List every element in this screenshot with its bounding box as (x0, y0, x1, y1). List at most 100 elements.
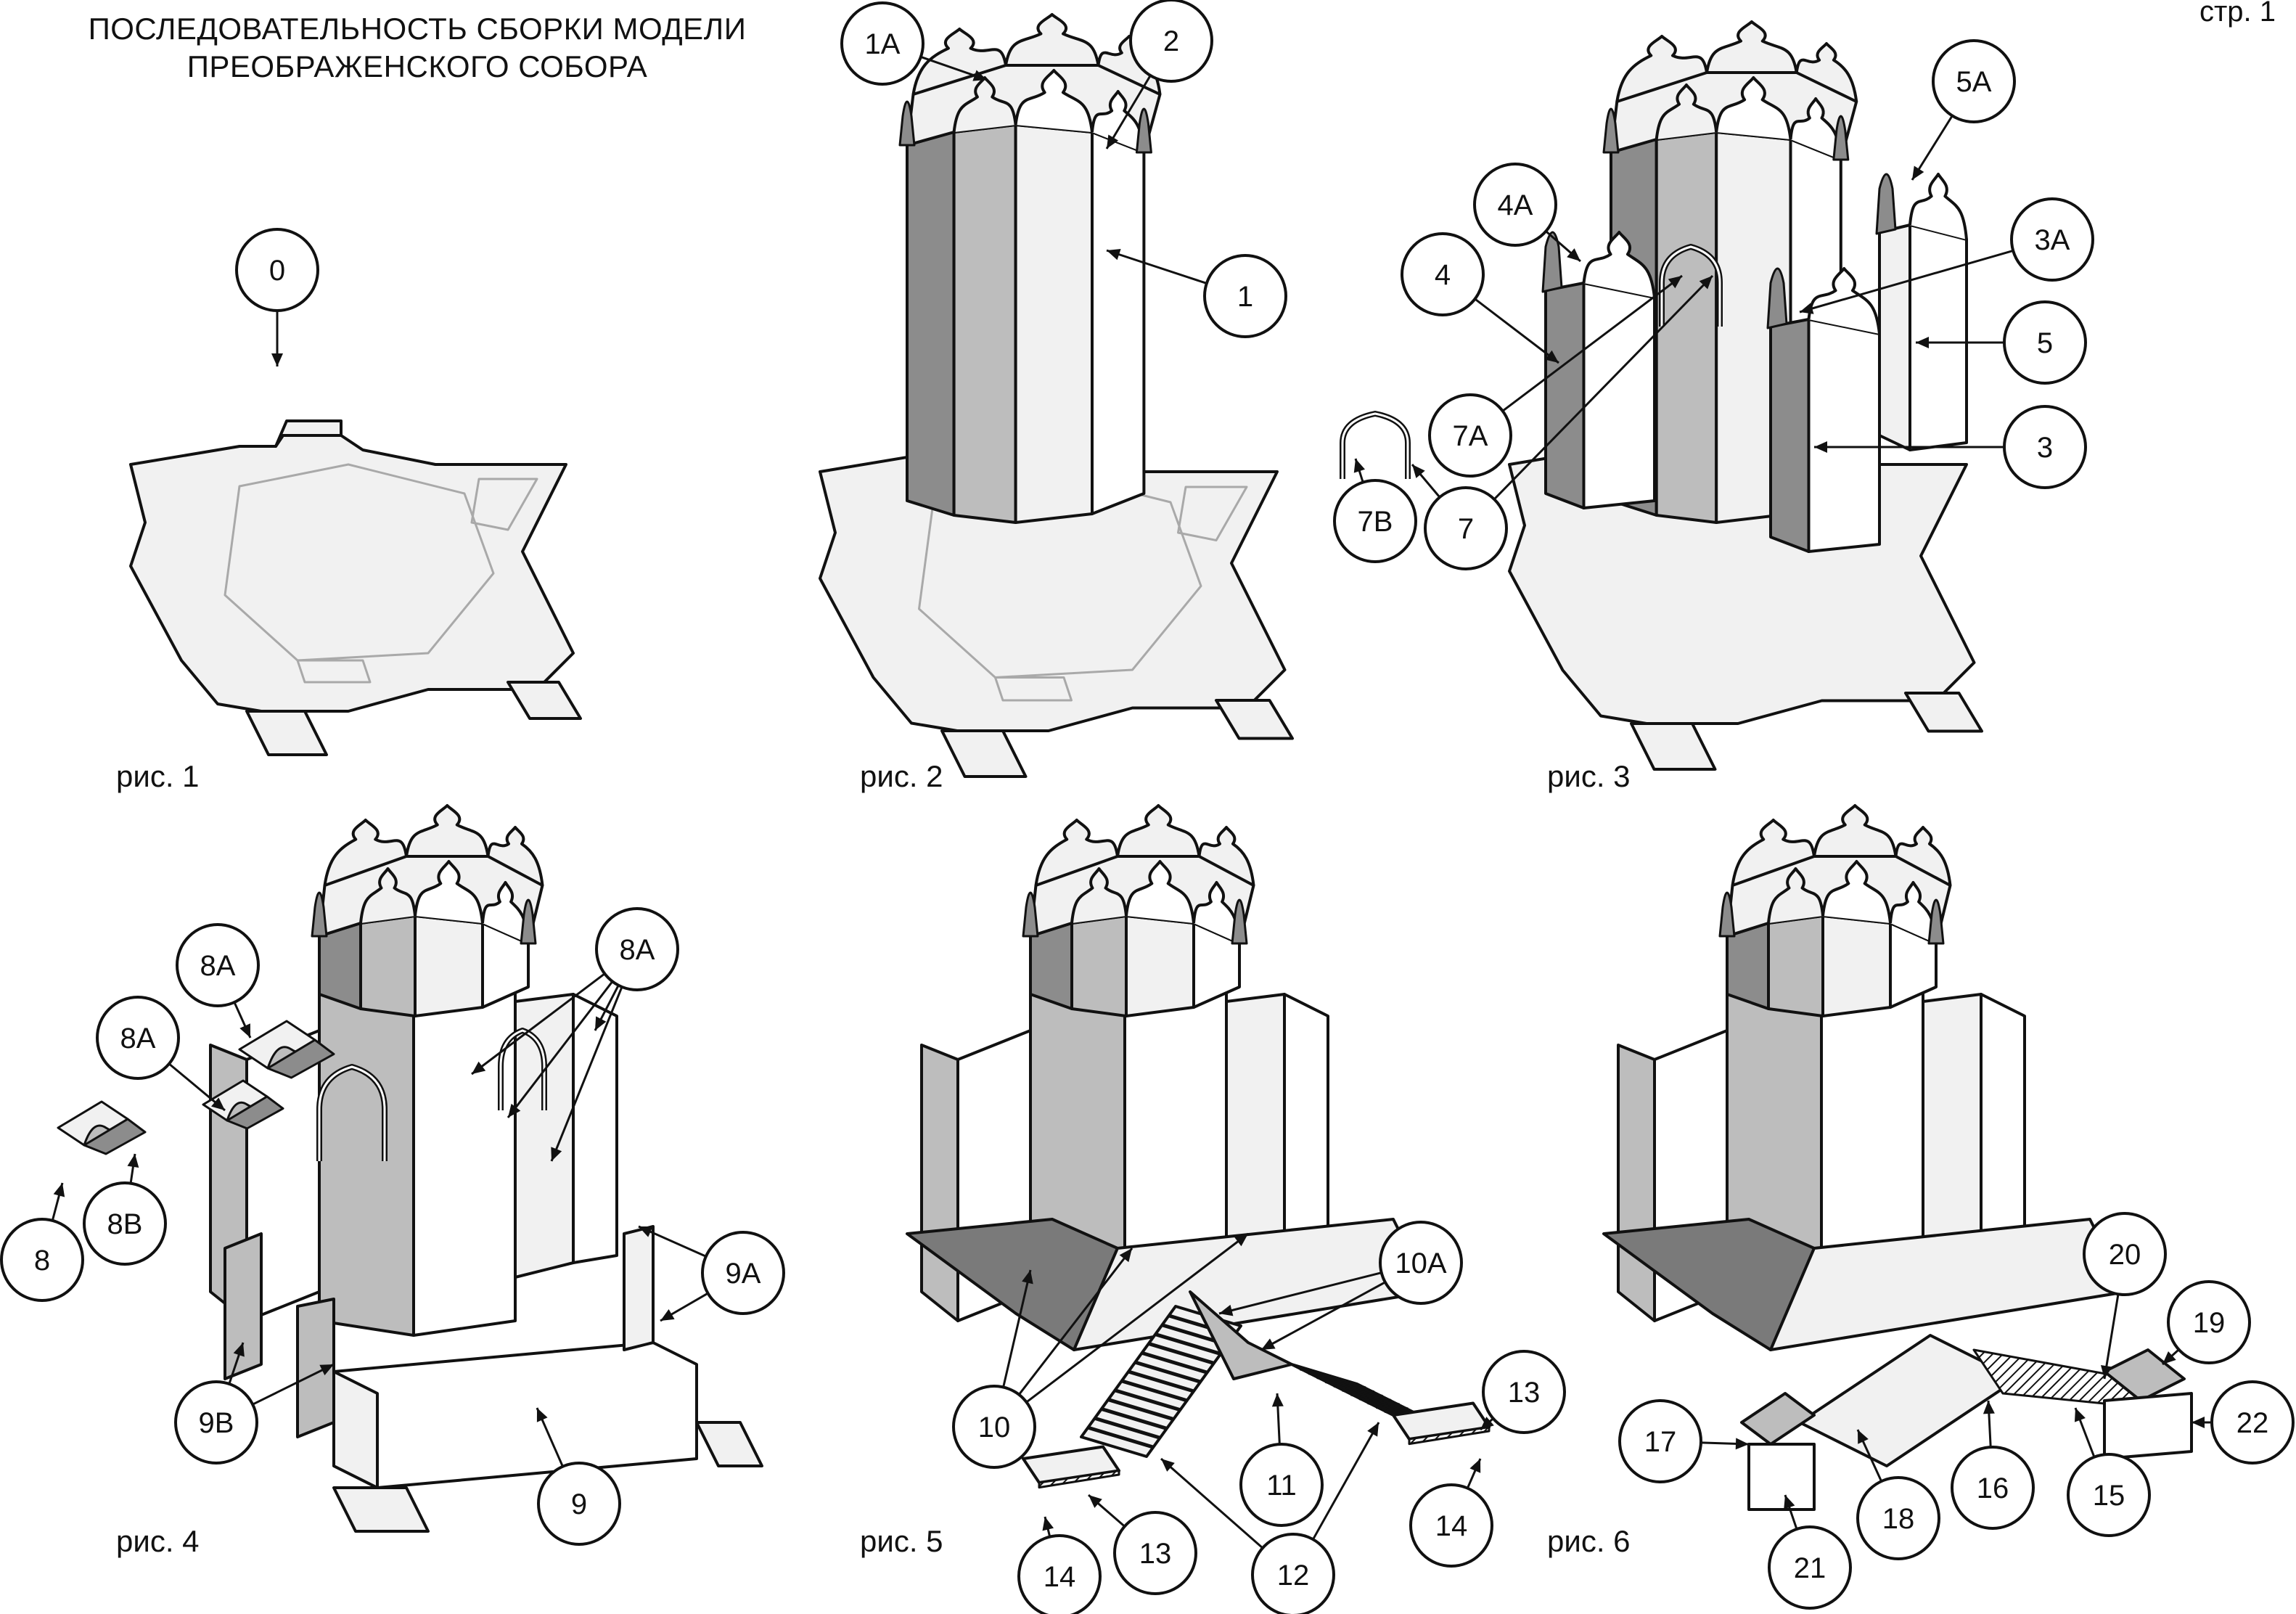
fig4-roof-8A-b (202, 1079, 284, 1130)
fig5-callout-10-leader-2 (1025, 1232, 1249, 1404)
fig3-window-7-installed (1659, 244, 1723, 327)
fig5-stairs-left (1080, 1305, 1242, 1458)
fig3-tower-4-finial (1541, 231, 1563, 293)
fig4-callout-8A-a-arrowhead-0 (239, 1023, 250, 1038)
fig4-callout-9B-leader-1 (252, 1363, 335, 1406)
fig2-drum-front-gable-b (1014, 69, 1094, 133)
fig2-base-plate-guide-bay (994, 676, 1073, 702)
fig6-callout-22-arrowhead-0 (2192, 1417, 2205, 1428)
fig3-callout-7A-label: 7А (1453, 420, 1488, 452)
fig6-pavilion-19-roof (2103, 1348, 2186, 1402)
fig3-callout-3A: 3А (2010, 197, 2094, 282)
fig3-tower-4-gable (1582, 231, 1656, 298)
fig5-callout-10A-arrowhead-1 (1219, 1304, 1234, 1316)
fig1-callout-0-circle (235, 228, 319, 312)
fig4-callout-8A-a-circle (176, 923, 260, 1007)
drawings-layer (57, 13, 2193, 1533)
fig2-callout-1A-circle (840, 1, 924, 86)
fig5-building-drum-finial-0 (1022, 891, 1039, 938)
fig1-base-plate-foot-left (245, 710, 328, 756)
fig4-callout-8-circle (0, 1218, 84, 1302)
fig4-callout-8A-b-circle (96, 996, 180, 1080)
fig3-callout-7B-label: 7В (1358, 506, 1393, 538)
fig4-callout-8B-label: 8В (107, 1208, 143, 1240)
fig2-drum-face-2 (1014, 123, 1094, 524)
fig2-callout-1A-arrowhead-0 (972, 70, 987, 81)
fig5-callout-10A-arrowhead-0 (1261, 1338, 1276, 1350)
fig3-callout-5-arrowhead-0 (1916, 337, 1929, 348)
fig3-callout-7-arrowhead-1 (1699, 276, 1713, 290)
fig5-callout-11: 11 (1239, 1443, 1324, 1527)
fig3-callout-3-arrowhead-0 (1814, 441, 1827, 453)
fig5-callout-11-circle (1239, 1443, 1324, 1527)
fig3-callout-3-label: 3 (2037, 432, 2053, 464)
fig4-callout-9A-circle (701, 1231, 785, 1315)
fig4-callout-8A-b: 8А (96, 996, 180, 1080)
fig3-callout-5-label: 5 (2037, 327, 2053, 359)
fig5-callout-10A-leader-0 (1260, 1281, 1386, 1351)
fig2-callout-1-circle (1203, 254, 1287, 338)
fig5-callout-10-label: 10 (978, 1412, 1011, 1443)
fig5-stairs-left-step-3 (1101, 1407, 1168, 1430)
fig6-building-drum-face-1 (1767, 914, 1824, 1017)
fig5-building-drum-face-2 (1125, 914, 1195, 1017)
fig2-drum-front-gable-c (1091, 90, 1146, 153)
fig2-callout-1A: 1А (840, 1, 924, 86)
fig4-building-drum-face-2 (414, 914, 484, 1017)
fig4-callout-9: 9 (537, 1462, 621, 1546)
fig5-callout-12-leader-1 (1312, 1422, 1380, 1540)
fig3-tower-3-gable (1807, 267, 1881, 335)
fig6-building-right-side (1980, 993, 2026, 1264)
fig1-base-plate-foot-right (507, 681, 582, 720)
fig6-callout-18-label: 18 (1882, 1503, 1915, 1535)
fig3-callout-4-leader-0 (1474, 298, 1559, 364)
fig1-base-plate-tab-top (274, 419, 343, 448)
fig4-callout-9A: 9А (701, 1231, 785, 1315)
fig4-roof-8A-loose-end (83, 1118, 147, 1155)
fig5-callout-10-leader-0 (1002, 1269, 1032, 1388)
fig3-callout-4A-arrowhead-0 (1567, 248, 1580, 261)
fig3-callout-7-leader-1 (1493, 274, 1714, 500)
fig2-drum-face-3 (1091, 131, 1146, 515)
fig5-callout-14-right-circle (1409, 1483, 1493, 1568)
fig4-callout-8A-c-leader-1 (507, 980, 614, 1118)
fig6-callout-16-arrowhead-0 (1983, 1401, 1995, 1414)
fig4-roof-8A-a-end (266, 1039, 335, 1079)
fig3-callout-4-circle (1401, 232, 1485, 316)
fig4-window-a-arch-inner (318, 1065, 386, 1161)
fig4-building-drum-front-gable-c (481, 881, 530, 944)
fig6-pavilion-17-frame (1747, 1443, 1816, 1511)
fig5-callout-10-arrowhead-0 (1022, 1270, 1033, 1285)
fig5-callout-12: 12 (1251, 1533, 1335, 1614)
fig4-building-drum-face-1 (359, 914, 417, 1017)
fig4-callout-8B: 8В (83, 1181, 167, 1266)
fig5-stairs-left-step-6 (1120, 1379, 1188, 1403)
fig5-porch-11 (1189, 1290, 1293, 1380)
fig2-drum-face-1 (952, 123, 1017, 524)
fig6-callout-22: 22 (2210, 1380, 2295, 1465)
fig5-callout-10-leader-1 (1018, 1248, 1133, 1396)
fig3-window-7-loose-arch-inner (1341, 412, 1409, 479)
fig5-building-left-side (920, 1044, 959, 1322)
fig4-pier-9A (623, 1225, 655, 1351)
fig3-callout-3A-label: 3А (2035, 224, 2070, 256)
fig2-base-plate (819, 425, 1294, 778)
figure-5-caption: рис. 5 (860, 1524, 943, 1558)
fig6-callout-19-arrowhead-0 (2162, 1351, 2176, 1364)
fig5-platform-left (1022, 1445, 1120, 1489)
fig6-callout-22-circle (2210, 1380, 2295, 1465)
fig2-callout-2-arrowhead-0 (1107, 134, 1119, 149)
fig5-building-right-side (1283, 993, 1329, 1264)
fig5-stairs-left-step-4 (1107, 1398, 1174, 1421)
fig4-callout-8A-c-arrowhead-3 (595, 1016, 607, 1031)
fig2-drum-finial-0 (898, 100, 916, 147)
fig5-callout-13-right-label: 13 (1508, 1377, 1541, 1409)
fig6-callout-20-circle (2083, 1212, 2167, 1296)
fig6-building-drum-finial-0 (1718, 891, 1736, 938)
fig4-callout-8: 8 (0, 1218, 84, 1302)
fig1-callout-0-label: 0 (269, 255, 285, 287)
fig4-callout-8-arrowhead-0 (53, 1183, 65, 1197)
fig4-building-drum-front-gable-a (359, 867, 417, 924)
fig6-callout-17-circle (1618, 1399, 1702, 1483)
